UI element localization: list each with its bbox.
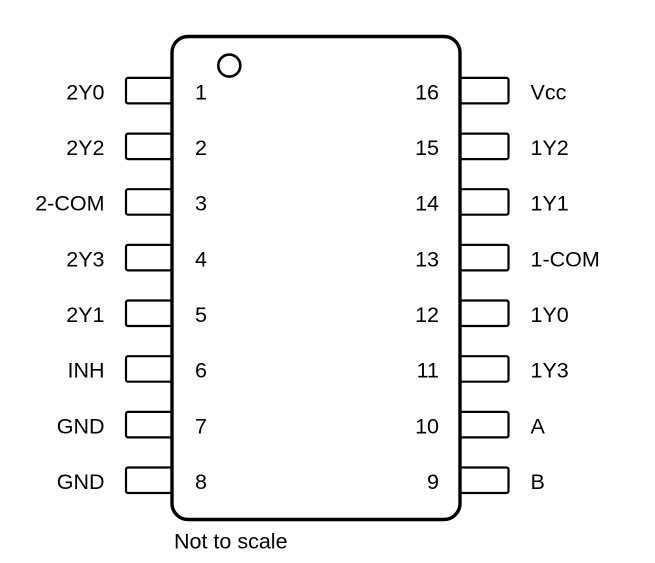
svg-text:8: 8 — [195, 470, 207, 494]
svg-text:2: 2 — [195, 136, 207, 160]
svg-text:2Y1: 2Y1 — [66, 303, 104, 327]
svg-text:1-COM: 1-COM — [531, 247, 600, 271]
svg-text:1Y3: 1Y3 — [531, 359, 569, 383]
svg-text:1: 1 — [195, 80, 207, 104]
svg-text:GND: GND — [57, 414, 105, 438]
svg-text:1Y0: 1Y0 — [531, 303, 569, 327]
svg-text:7: 7 — [195, 414, 207, 438]
svg-text:3: 3 — [195, 192, 207, 216]
svg-text:2Y3: 2Y3 — [66, 247, 104, 271]
svg-text:9: 9 — [427, 470, 439, 494]
svg-text:11: 11 — [417, 359, 439, 383]
svg-text:B: B — [531, 470, 545, 494]
svg-text:2Y0: 2Y0 — [66, 80, 104, 104]
svg-text:1Y1: 1Y1 — [531, 192, 569, 216]
svg-text:A: A — [531, 414, 546, 438]
svg-text:5: 5 — [195, 303, 207, 327]
svg-text:2Y2: 2Y2 — [66, 136, 104, 160]
svg-text:14: 14 — [415, 192, 439, 216]
svg-text:Not to scale: Not to scale — [174, 529, 288, 553]
svg-text:1Y2: 1Y2 — [531, 136, 569, 160]
svg-text:2-COM: 2-COM — [35, 192, 104, 216]
svg-text:Vcc: Vcc — [531, 80, 567, 104]
svg-text:15: 15 — [415, 136, 439, 160]
svg-text:GND: GND — [57, 470, 105, 494]
svg-text:4: 4 — [195, 247, 207, 271]
svg-text:10: 10 — [415, 414, 439, 438]
svg-text:16: 16 — [415, 80, 439, 104]
svg-text:12: 12 — [415, 303, 439, 327]
svg-text:6: 6 — [195, 359, 207, 383]
svg-text:13: 13 — [415, 247, 439, 271]
svg-text:INH: INH — [67, 359, 104, 383]
